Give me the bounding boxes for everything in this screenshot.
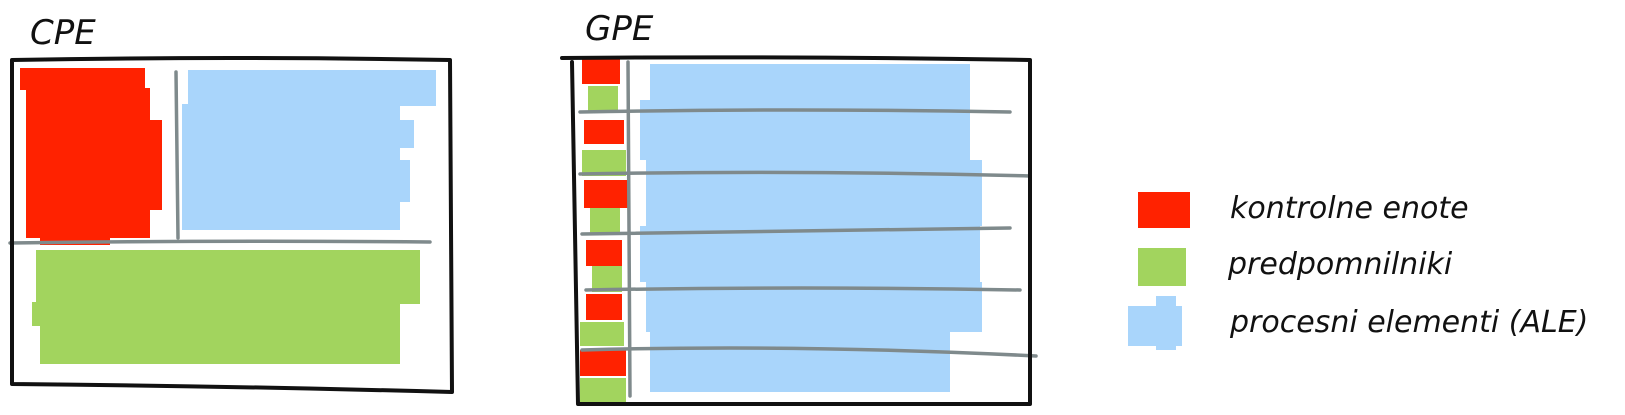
- gpu-diagram: GPE: [560, 9, 1038, 406]
- gpu-control-units: [580, 58, 628, 376]
- legend-item-caches: predpomnilniki: [1138, 247, 1453, 286]
- legend-label-control-units: kontrolne enote: [1230, 191, 1469, 226]
- gpu-frame: [560, 55, 1032, 406]
- legend-swatch-red: [1138, 192, 1190, 228]
- cpu-diagram: CPE: [8, 13, 454, 394]
- cpu-frame: [10, 56, 454, 394]
- gpu-divider-vertical: [626, 60, 632, 398]
- legend-label-caches: predpomnilniki: [1227, 247, 1453, 282]
- legend: kontrolne enote predpomnilniki procesni …: [1128, 191, 1588, 350]
- gpu-title: GPE: [585, 9, 654, 49]
- gpu-row-divider-4: [584, 286, 1022, 292]
- cpu-divider-horizontal: [8, 239, 432, 245]
- legend-item-processing-elements: procesni elementi (ALE): [1128, 296, 1588, 350]
- cpu-title: CPE: [30, 13, 96, 53]
- gpu-row-divider-3: [580, 226, 1012, 236]
- gpu-row-divider-1: [578, 108, 1012, 114]
- legend-swatch-green: [1138, 248, 1186, 286]
- cpu-control-unit: [20, 68, 162, 245]
- legend-item-control-units: kontrolne enote: [1138, 191, 1469, 228]
- gpu-row-divider-2: [578, 170, 1032, 178]
- cpu-cache: [32, 250, 420, 364]
- legend-label-processing-elements: procesni elementi (ALE): [1229, 305, 1588, 340]
- gpu-row-divider-5: [580, 346, 1038, 358]
- cpu-divider-vertical: [174, 70, 180, 240]
- cpu-processing-elements: [182, 70, 436, 230]
